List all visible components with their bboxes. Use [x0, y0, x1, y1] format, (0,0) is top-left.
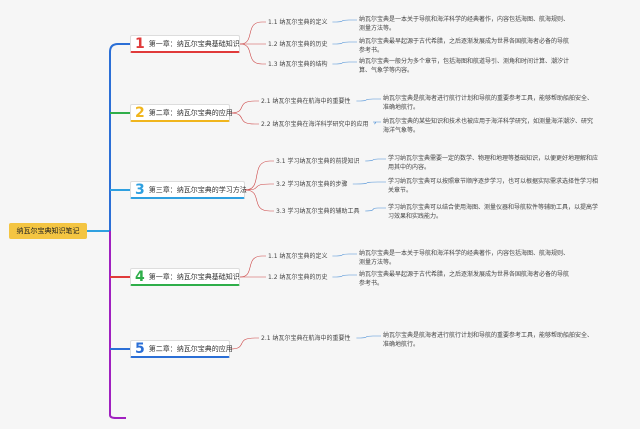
- description-line: 纳瓦尔宝典的某些知识和技术也被应用于海洋科学研究，如测量海洋潮汐、研究: [383, 118, 594, 125]
- subtopic-node[interactable]: 3.3 学习纳瓦尔宝典的辅助工具: [276, 208, 360, 215]
- subtopic-node[interactable]: 1.1 纳瓦尔宝典的定义: [268, 19, 328, 26]
- leaf-link-3-1: [365, 158, 386, 162]
- description-line: 测量方法等。: [359, 259, 396, 266]
- description-text: 学习纳瓦尔宝典可以按照章节顺序逐步学习，也可以根据实际需求选择性学习相关章节。: [388, 177, 598, 195]
- subtopic-node[interactable]: 2.1 纳瓦尔宝典在航海中的重要性: [261, 335, 351, 342]
- description-line: 测量方法等。: [359, 25, 396, 32]
- leaf-link-1-3: [332, 61, 357, 65]
- branch-5-1: [229, 337, 259, 350]
- description-text: 学习纳瓦尔宝典需要一定的数学、物理和地理等基础知识，以便更好地理解和应用其中的内…: [388, 154, 598, 172]
- chapter-title: 第二章：纳瓦尔宝典的应用: [148, 344, 233, 353]
- description-line: 海洋气象等。: [383, 127, 420, 134]
- branch-1-3: [239, 43, 266, 65]
- leaf-link-3-2: [352, 181, 386, 185]
- chapter-number: 4: [135, 268, 145, 285]
- description-text: 纳瓦尔宝典是一本关于导航和海洋科学的经典著作，内容包括海图、航海规则、测量方法等…: [359, 249, 569, 267]
- description-line: 纳瓦尔宝典最早起源于古代希腊，之后逐渐发展成为世界各国航海者必备的导航: [359, 271, 570, 278]
- root-topic[interactable]: 纳瓦尔宝典知识笔记: [9, 223, 87, 239]
- description-text: 纳瓦尔宝典是航海者进行航行计划和导航的重要参考工具，能够帮助船舶安全、准确地航行…: [383, 94, 593, 112]
- description-line: 纳瓦尔宝典是航海者进行航行计划和导航的重要参考工具，能够帮助船舶安全、: [383, 95, 594, 102]
- branch-2-1: [229, 100, 259, 114]
- root-topic-label: 纳瓦尔宝典知识笔记: [16, 227, 80, 235]
- branch-3-1: [244, 160, 274, 191]
- description-text: 纳瓦尔宝典最早起源于古代希腊，之后逐渐发展成为世界各国航海者必备的导航参考书。: [359, 37, 569, 55]
- description-line: 参考书。: [359, 280, 384, 287]
- description-line: 纳瓦尔宝典一般分为多个章节，包括海图和航道导引、测角和时间计算、潮汐计: [359, 58, 570, 65]
- chapter-number: 2: [135, 104, 145, 121]
- branch-3-3: [244, 189, 274, 212]
- subtopic-node[interactable]: 1.2 纳瓦尔宝典的历史: [268, 41, 328, 48]
- subtopic-node[interactable]: 2.2 纳瓦尔宝典在海洋科学研究中的应用: [261, 121, 369, 128]
- chapter-title: 第三章：纳瓦尔宝典的学习方法: [148, 185, 247, 194]
- leaf-link-2-1: [356, 98, 381, 102]
- description-line: 学习纳瓦尔宝典可以按照章节顺序逐步学习，也可以根据实际需求选择性学习相: [388, 178, 599, 185]
- leaf-link-2-2: [372, 121, 381, 125]
- description-text: 学习纳瓦尔宝典可以结合使用海图、测量仪器和导航软件等辅助工具，以提高学习效果和实…: [388, 203, 598, 221]
- description-line: 参考书。: [359, 47, 384, 54]
- leaf-link-5-1: [356, 335, 381, 339]
- leaf-link-4-1: [332, 253, 357, 257]
- chapter-number: 3: [135, 181, 145, 198]
- description-line: 准确地航行。: [383, 341, 420, 348]
- description-line: 学习纳瓦尔宝典可以结合使用海图、测量仪器和导航软件等辅助工具，以提高学: [388, 204, 599, 211]
- description-text: 纳瓦尔宝典一般分为多个章节，包括海图和航道导引、测角和时间计算、潮汐计算、气象学…: [359, 57, 569, 75]
- description-line: 准确地航行。: [383, 104, 420, 111]
- description-line: 习效果和实践能力。: [388, 213, 443, 220]
- description-line: 纳瓦尔宝典是一本关于导航和海洋科学的经典著作，内容包括海图、航海规则、: [359, 16, 570, 23]
- subtopic-node[interactable]: 3.1 学习纳瓦尔宝典的前提知识: [276, 158, 360, 165]
- description-text: 纳瓦尔宝典是一本关于导航和海洋科学的经典著作，内容包括海图、航海规则、测量方法等…: [359, 15, 569, 33]
- description-text: 纳瓦尔宝典是航海者进行航行计划和导航的重要参考工具，能够帮助船舶安全、准确地航行…: [383, 331, 593, 349]
- chapter-number: 5: [135, 340, 145, 357]
- chapter-title: 第二章：纳瓦尔宝典的应用: [148, 108, 233, 117]
- subtopic-node[interactable]: 1.2 纳瓦尔宝典的历史: [268, 274, 328, 281]
- chapter-title: 第一章：纳瓦尔宝典基础知识: [148, 272, 240, 281]
- description-line: 纳瓦尔宝典是航海者进行航行计划和导航的重要参考工具，能够帮助船舶安全、: [383, 332, 594, 339]
- description-text: 纳瓦尔宝典最早起源于古代希腊，之后逐渐发展成为世界各国航海者必备的导航参考书。: [359, 270, 569, 288]
- subtopic-node[interactable]: 1.1 纳瓦尔宝典的定义: [268, 253, 328, 260]
- description-line: 纳瓦尔宝典是一本关于导航和海洋科学的经典著作，内容包括海图、航海规则、: [359, 250, 570, 257]
- description-line: 学习纳瓦尔宝典需要一定的数学、物理和地理等基础知识，以便更好地理解和应: [388, 155, 599, 162]
- description-text: 纳瓦尔宝典的某些知识和技术也被应用于海洋科学研究，如测量海洋潮汐、研究海洋气象等…: [383, 117, 593, 135]
- branch-2-2: [229, 112, 259, 125]
- leaf-link-1-2: [332, 41, 357, 45]
- trunk-1: [109, 43, 130, 231]
- leaf-link-1-1: [332, 19, 357, 23]
- leaf-link-3-3: [365, 207, 386, 212]
- chapter-title: 第一章：纳瓦尔宝典基础知识: [148, 39, 240, 48]
- leaf-link-4-2: [332, 274, 357, 278]
- description-line: 算、气象学等内容。: [359, 67, 414, 74]
- chapter-number: 1: [135, 35, 145, 52]
- description-line: 关章节。: [388, 187, 413, 194]
- description-line: 纳瓦尔宝典最早起源于古代希腊，之后逐渐发展成为世界各国航海者必备的导航: [359, 38, 570, 45]
- description-line: 用其中的内容。: [388, 164, 431, 171]
- branch-4-1: [239, 255, 266, 278]
- branch-3-2: [244, 183, 274, 191]
- subtopic-node[interactable]: 2.1 纳瓦尔宝典在航海中的重要性: [261, 98, 351, 105]
- branch-1-1: [239, 21, 266, 45]
- trunk-lower: [109, 231, 126, 419]
- subtopic-node[interactable]: 3.2 学习纳瓦尔宝典的步骤: [276, 181, 348, 188]
- subtopic-node[interactable]: 1.3 纳瓦尔宝典的结构: [268, 61, 328, 68]
